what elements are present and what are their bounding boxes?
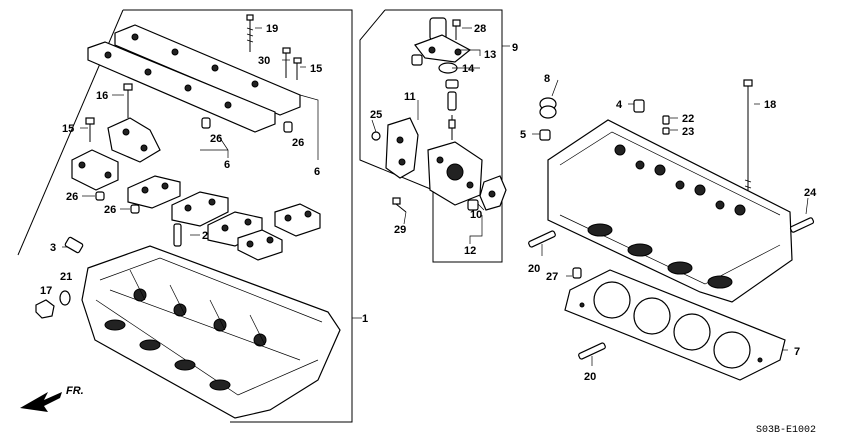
solenoid-group-frame [359, 9, 503, 263]
callout-16: 16 [96, 90, 108, 102]
stud-24 [789, 217, 815, 233]
stud-20-lower [578, 342, 606, 360]
plug-5 [539, 129, 551, 141]
callout-20-upper: 20 [528, 263, 540, 275]
camshaft-holder-c [127, 175, 181, 209]
head-gasket-7 [564, 269, 786, 381]
bolt-30 [282, 47, 291, 78]
stud-2 [173, 223, 182, 247]
solenoid-valve [411, 17, 472, 66]
dowel-27 [572, 267, 582, 279]
callout-7: 7 [794, 346, 800, 358]
callout-17: 17 [40, 285, 52, 297]
plug-3 [64, 236, 84, 254]
pin-22 [662, 115, 670, 125]
callout-labels: 1 2 3 4 5 6 6 7 8 9 10 11 12 13 14 15 15… [40, 23, 817, 383]
callout-27: 27 [546, 271, 558, 283]
callout-24: 24 [804, 187, 817, 199]
dowel-pin-26-d [130, 204, 140, 214]
camshaft-holder-b [71, 149, 119, 191]
washer-21 [59, 290, 71, 306]
callout-23: 23 [682, 126, 694, 138]
camshaft-holder-g [274, 203, 321, 237]
callout-1: 1 [362, 313, 368, 325]
o-ring-10 [467, 199, 479, 211]
camshaft-holder-d [171, 191, 229, 227]
dowel-pin-26-b [283, 121, 293, 133]
camshaft-holder-plate-lower [87, 41, 276, 133]
solenoid-housing [427, 141, 483, 206]
callout-30: 30 [258, 55, 270, 67]
callout-15-upper: 15 [310, 63, 322, 75]
dowel-pin-26-a [201, 117, 211, 129]
callout-28: 28 [474, 23, 486, 35]
cylinder-head-right [547, 119, 793, 303]
diagram-code: S03B-E1002 [756, 425, 816, 436]
callout-6b: 6 [314, 166, 320, 178]
callout-13: 13 [484, 49, 496, 61]
callout-25: 25 [370, 109, 382, 121]
callout-12: 12 [464, 245, 476, 257]
direction-label: FR. [66, 385, 84, 397]
front-direction-arrow [20, 392, 62, 412]
dowel-pin-26-c [95, 191, 105, 201]
callout-14: 14 [462, 63, 475, 75]
callout-10: 10 [470, 209, 482, 221]
callout-5: 5 [520, 129, 526, 141]
bolt-19 [246, 14, 254, 52]
callout-21: 21 [60, 271, 72, 283]
callout-2: 2 [202, 230, 208, 242]
bolt-17 [35, 299, 55, 319]
callout-18: 18 [764, 99, 776, 111]
callout-26b: 26 [292, 137, 304, 149]
bolt-18 [743, 79, 753, 200]
bolt-16 [123, 83, 133, 118]
bolt-25 [371, 131, 381, 141]
callout-26c: 26 [66, 191, 78, 203]
bolt-15-left [85, 117, 95, 142]
callout-20-lower: 20 [584, 371, 596, 383]
left-group-frame [123, 9, 353, 423]
callout-6a: 6 [224, 159, 230, 171]
callout-11: 11 [404, 91, 416, 103]
callout-9: 9 [512, 42, 518, 54]
callout-29: 29 [394, 224, 406, 236]
gasket-11 [385, 117, 419, 179]
callout-3: 3 [50, 242, 56, 254]
sensor-4 [633, 99, 645, 113]
pin-23 [662, 127, 670, 135]
bolt-15-upper [293, 57, 302, 80]
gasket-12 [479, 175, 507, 211]
callout-22: 22 [682, 113, 694, 125]
callout-8: 8 [544, 73, 550, 85]
callout-4: 4 [616, 99, 623, 111]
camshaft-holder-a [107, 117, 161, 163]
callout-26a: 26 [210, 133, 222, 145]
cylinder-head-left [81, 245, 341, 419]
callout-19: 19 [266, 23, 278, 35]
camshaft-holder-plate-upper [114, 24, 301, 116]
plug-8 [539, 97, 557, 119]
filter-stack [445, 79, 459, 140]
stud-20-upper [528, 230, 556, 248]
leader-lines [62, 27, 809, 366]
bolt-28 [452, 19, 461, 40]
bolt-29 [392, 197, 407, 213]
callout-26d: 26 [104, 204, 116, 216]
callout-15-left: 15 [62, 123, 74, 135]
camshaft-holder-f [237, 229, 283, 261]
